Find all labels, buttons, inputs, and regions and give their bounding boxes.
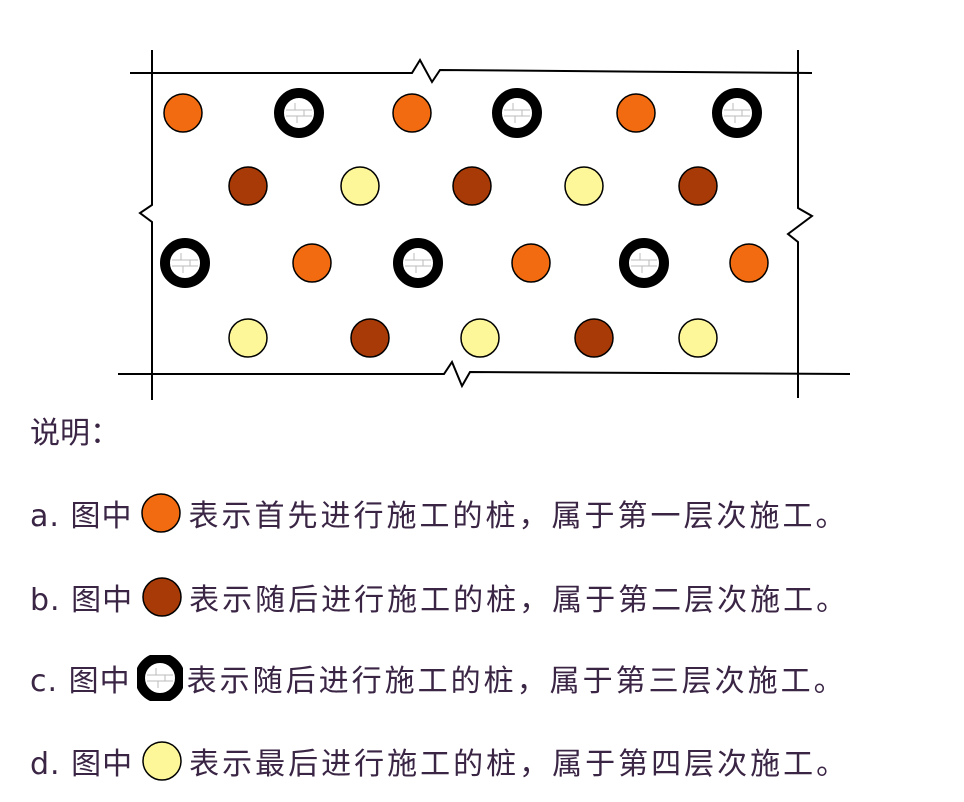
pile-first [616,93,656,133]
pile-third [619,238,669,288]
right-break-line [786,50,814,398]
pile-first [163,93,203,133]
pile-second [350,318,390,358]
pile-third [274,88,324,138]
legend-symbol-third-icon [136,655,183,701]
legend-symbol-fourth-icon [142,741,182,781]
boundary-lines [118,50,851,400]
legend-description: 表示随后进行施工的桩，属于第三层次施工。 [186,664,847,699]
pile-fourth [228,318,268,358]
pile-second [228,166,268,206]
pile-second [142,577,182,617]
pile-third [393,238,443,288]
legend-description: 表示首先进行施工的桩，属于第一层次施工。 [188,499,849,534]
pile-layout-diagram [118,50,851,400]
pile-second [452,166,492,206]
bottom-break-line [118,359,851,389]
pile-first [141,493,182,533]
pile-fourth [460,318,500,358]
legend-item-second: b. 图中 表示随后进行施工的桩，属于第二层次施工。 [30,574,849,620]
pile-first [292,243,332,283]
legend-description: 表示最后进行施工的桩，属于第四层次施工。 [189,747,850,782]
pile-second [574,318,614,358]
pile-fourth [142,741,182,781]
legend-symbol-second-icon [142,577,182,617]
legend-description: 表示随后进行施工的桩，属于第二层次施工。 [189,583,850,618]
top-break-line [130,58,813,84]
pile-third [160,238,210,288]
pile-fourth [678,318,718,358]
legend-prefix: a. 图中 [30,499,133,534]
legend-symbol-first-icon [141,493,182,533]
pile-first [511,243,551,283]
legend-item-fourth: d. 图中 表示最后进行施工的桩，属于第四层次施工。 [30,738,849,784]
pile-third [492,88,542,138]
pile-first [729,243,769,283]
legend-prefix: c. 图中 [30,664,131,699]
pile-first [392,93,432,133]
pile-second [678,166,718,206]
legend-prefix: d. 图中 [30,747,134,782]
pile-fourth [564,166,604,206]
legend-item-third: c. 图中 表示随后进行施工的桩，属于第三层次施工。 [30,655,847,701]
pile-third [136,655,183,701]
legend-prefix: b. 图中 [30,583,134,618]
legend-title: 说明： [30,416,120,451]
legend-item-first: a. 图中 表示首先进行施工的桩，属于第一层次施工。 [30,490,848,536]
left-break-line [138,50,153,400]
pile-third [712,88,762,138]
pile-fourth [340,166,380,206]
piles [160,88,769,358]
